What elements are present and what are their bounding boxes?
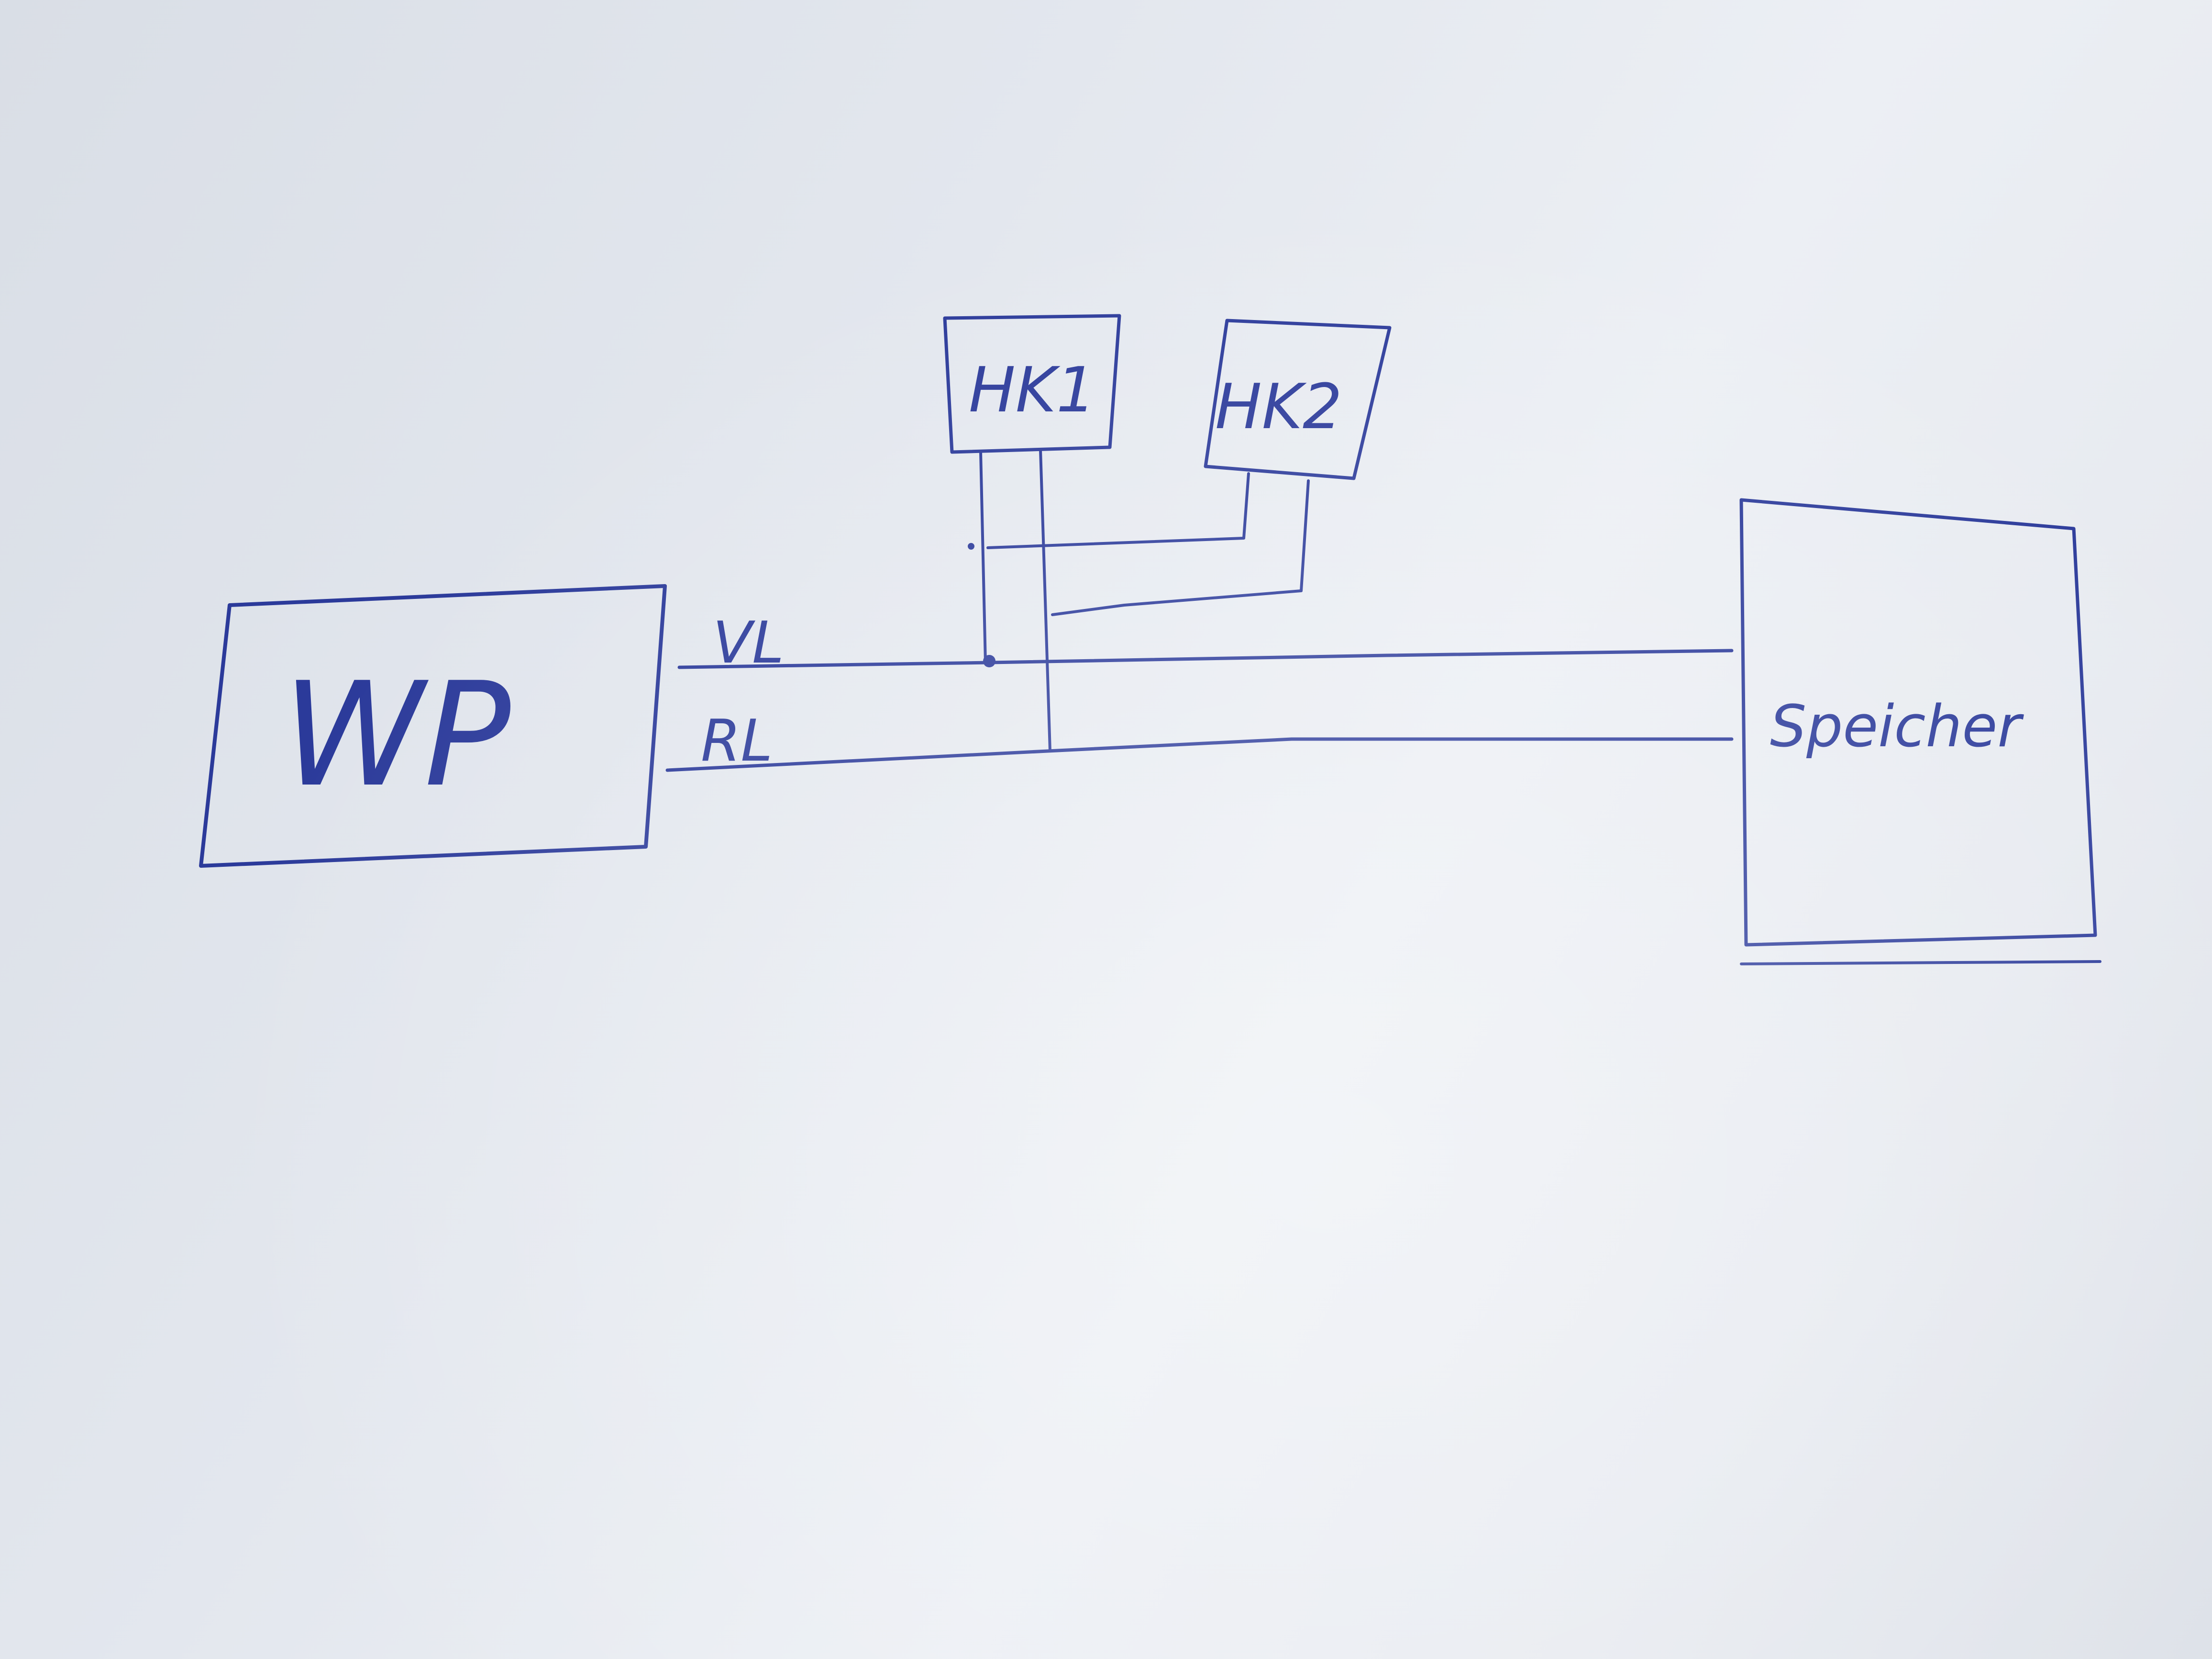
speicher-box bbox=[1739, 498, 2097, 947]
hk2-tee-dot bbox=[968, 543, 974, 550]
rl-pipe bbox=[665, 737, 1734, 772]
vl-pipe bbox=[677, 649, 1734, 669]
wp-box bbox=[199, 584, 667, 868]
hk1-return-line bbox=[1039, 448, 1051, 752]
hk1-box bbox=[943, 314, 1121, 454]
speicher-box-bottom-stroke bbox=[1740, 960, 2101, 965]
rl-label: RL bbox=[701, 708, 773, 774]
speicher-label: Speicher bbox=[1770, 694, 2024, 760]
vl-label: VL bbox=[713, 610, 784, 676]
hk2-box bbox=[1204, 319, 1392, 480]
hk2-return-line bbox=[1051, 479, 1310, 616]
wp-label: WP bbox=[282, 652, 511, 818]
hk1-label: HK1 bbox=[969, 354, 1096, 426]
hk1-supply-line bbox=[979, 451, 987, 664]
hk2-label: HK2 bbox=[1215, 370, 1342, 443]
hk2-supply-line bbox=[986, 472, 1250, 549]
vl-junction-dot bbox=[983, 655, 995, 667]
